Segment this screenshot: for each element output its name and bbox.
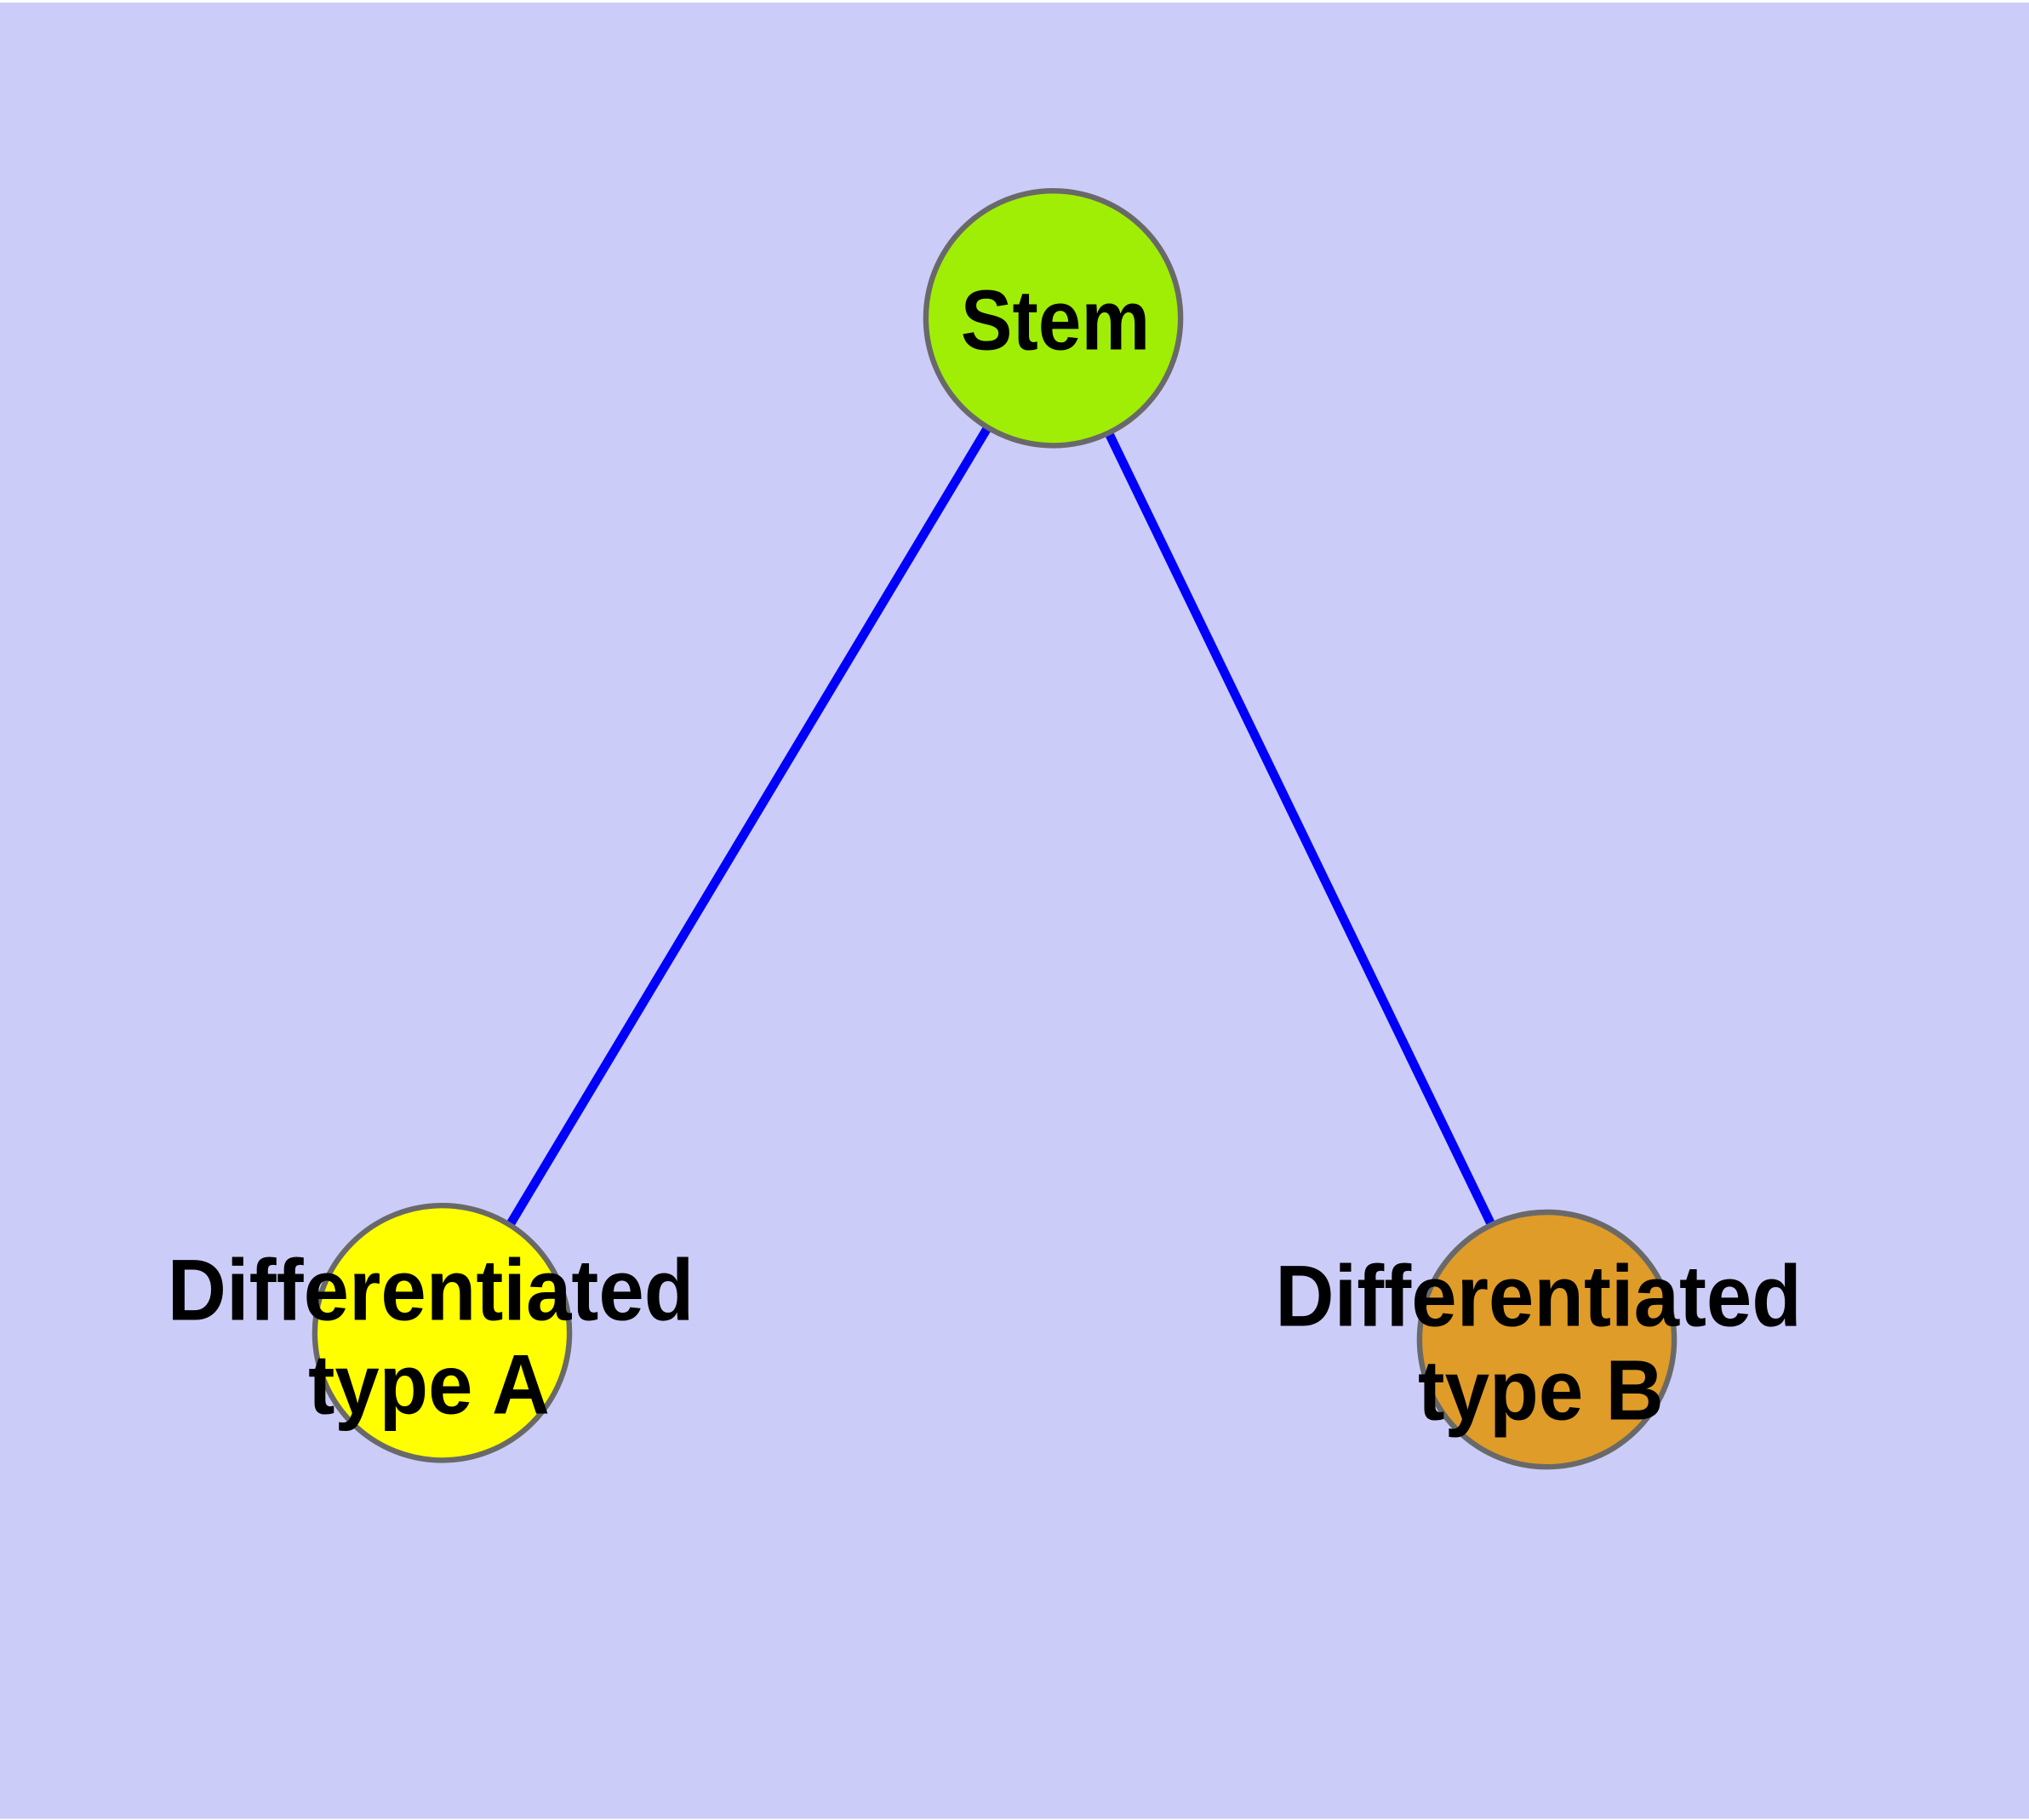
- svg-text:type A: type A: [308, 1336, 550, 1432]
- svg-text:Stem: Stem: [961, 273, 1150, 369]
- svg-text:Differentiated: Differentiated: [168, 1241, 694, 1338]
- svg-text:type B: type B: [1418, 1342, 1664, 1438]
- svg-text:Differentiated: Differentiated: [1275, 1247, 1802, 1344]
